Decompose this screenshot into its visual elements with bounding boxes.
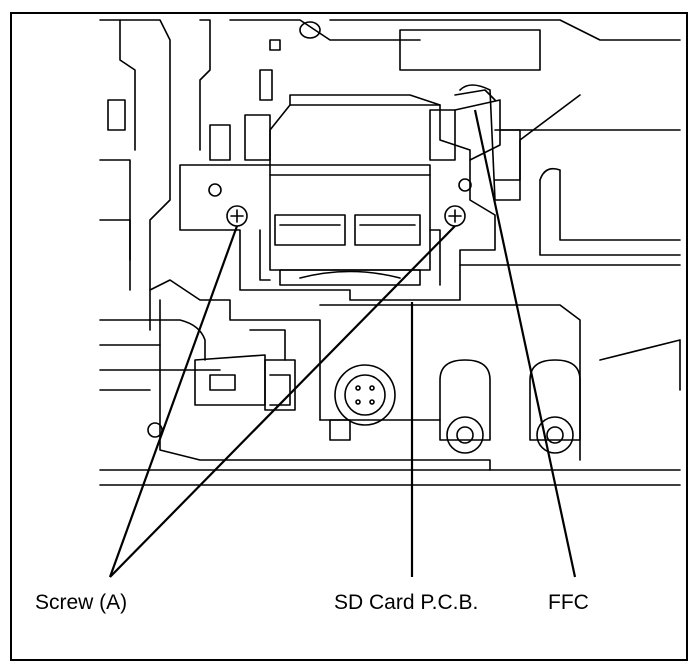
label-ffc: FFC: [548, 591, 589, 614]
label-screw: Screw (A): [35, 591, 127, 614]
outer-border: [10, 12, 688, 661]
leader-line-screw-left: [108, 225, 239, 578]
device-illustration: [99, 19, 681, 486]
leader-line-ffc: [473, 109, 577, 578]
label-sd-card-pcb: SD Card P.C.B.: [334, 591, 478, 614]
leader-line-screw-right: [109, 225, 456, 578]
leader-lines: [108, 109, 577, 578]
